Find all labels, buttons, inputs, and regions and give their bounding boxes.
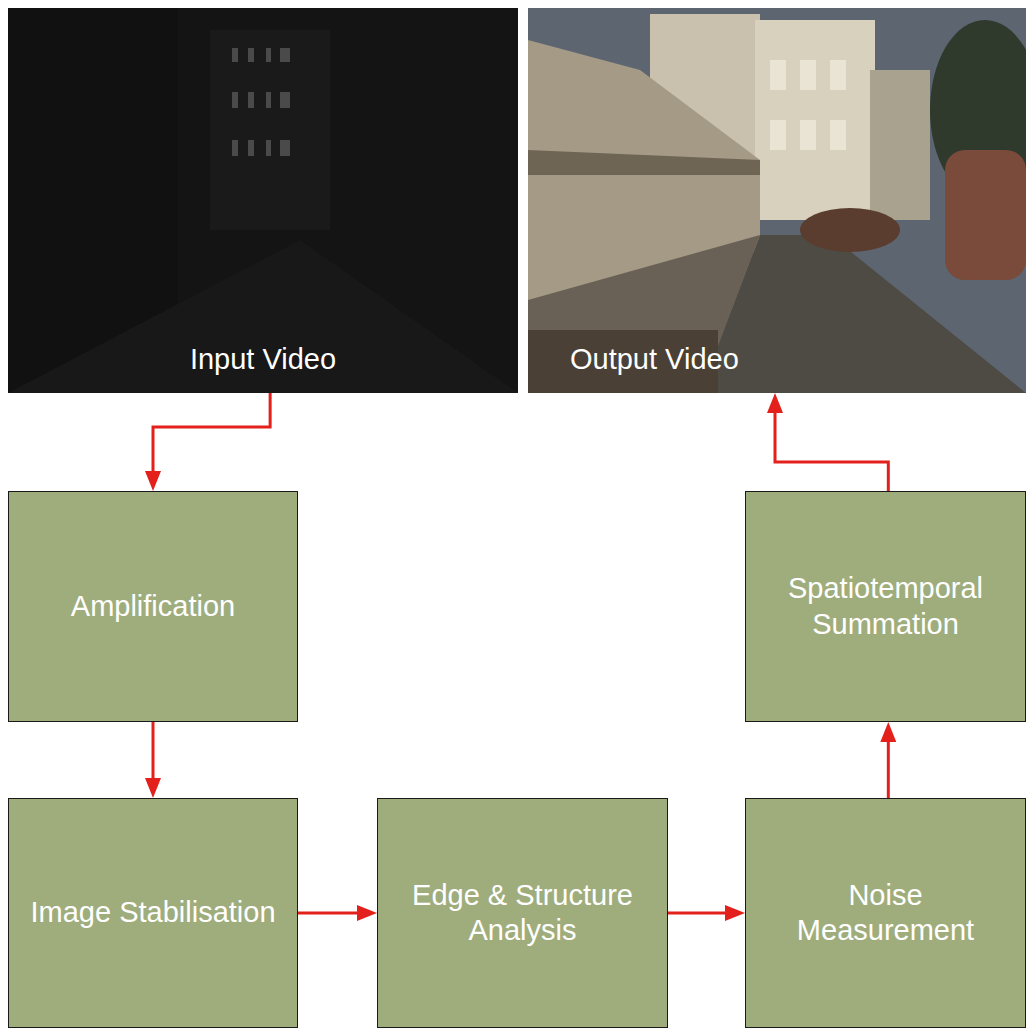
video-frame: Input Video [8,8,518,393]
window [266,48,271,62]
platform-roof [528,150,760,175]
window [770,120,786,150]
platform [528,235,760,393]
window [266,92,271,108]
window [248,140,254,156]
creature [800,208,900,252]
faint-windows [232,48,290,156]
process-box: Image Stabilisation [8,798,298,1028]
window [280,48,290,62]
window [232,140,238,156]
flow-arrow [887,732,890,798]
process-box: Amplification [8,491,298,722]
vehicle [945,150,1026,280]
frame-caption: Output Video [570,342,739,377]
process-box: Noise Measurement [745,798,1026,1028]
building [755,20,875,220]
window [232,92,238,108]
box-label: Amplification [71,589,235,624]
window [830,120,846,150]
flow-arrow [298,912,367,915]
window [280,92,290,108]
window [248,48,254,62]
flow-arrow [152,722,155,788]
video-frame: Output Video [528,8,1026,393]
frame-caption: Input Video [190,342,336,377]
window [266,140,271,156]
dark-street [8,240,518,393]
window [248,92,254,108]
dark-facade [210,30,330,230]
window [830,60,846,90]
box-label: Image Stabilisation [30,895,275,930]
window [280,140,290,156]
dark-frame [8,8,518,393]
box-label: Edge & Structure Analysis [390,878,655,949]
flow-arrow [775,403,888,491]
box-label: Noise Measurement [758,878,1013,949]
window [800,120,816,150]
process-box: Edge & Structure Analysis [377,798,668,1028]
process-box: Spatiotemporal Summation [745,491,1026,722]
window [800,60,816,90]
building [870,70,930,220]
windows [770,60,846,150]
flow-arrow [668,912,735,915]
box-label: Spatiotemporal Summation [758,571,1013,642]
window [770,60,786,90]
window [232,48,238,62]
flow-arrow [153,393,270,481]
